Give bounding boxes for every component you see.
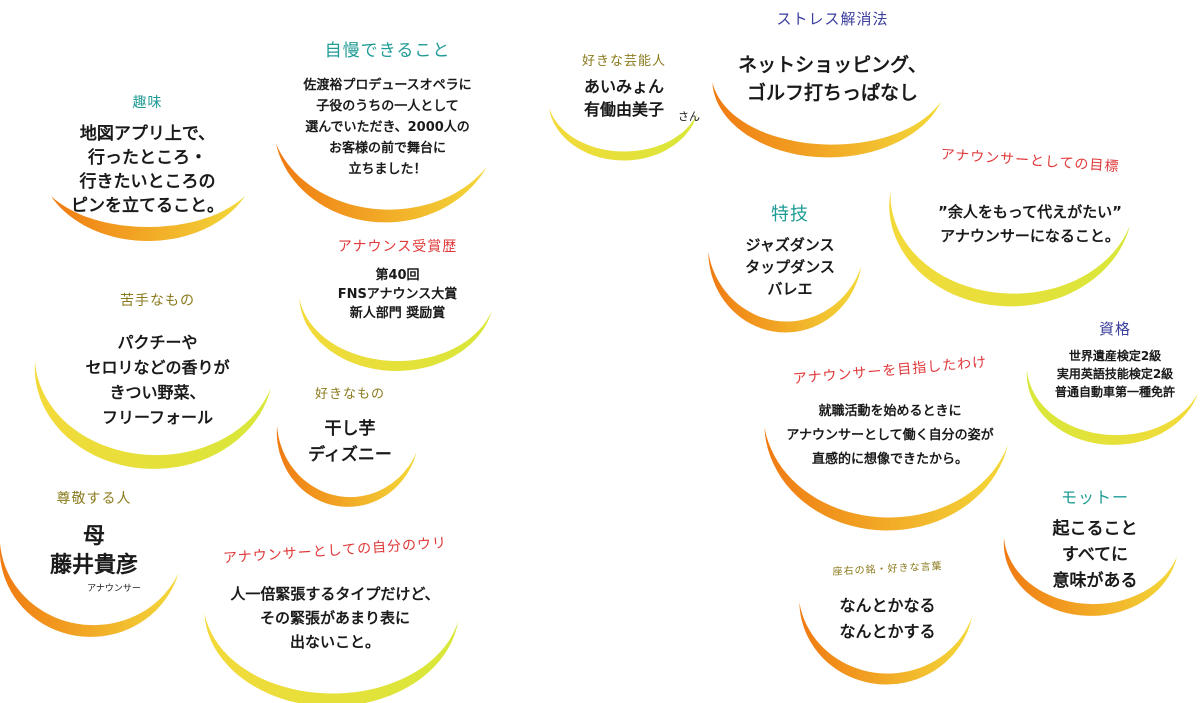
profile-item-goal: アナウンサーとしての目標 ”余人をもって代えがたい” アナウンサーになること。 [895,147,1165,248]
item-body-favorite-entertainer: あいみょん 有働由美子 [583,77,664,119]
item-body-reason: 就職活動を始めるときに アナウンサーとして働く自分の姿が 直感的に想像できたから… [786,404,994,467]
profile-item-favorite-entertainer: 好きな芸能人 あいみょん 有働由美子 さん [550,50,700,123]
arc-likes [276,426,417,507]
item-title-stress-relief: ストレス解消法 [776,10,889,28]
profile-item-proud: 自慢できること 佐渡裕プロデュースオペラに 子役のうちの一人として 選んでいただ… [275,36,500,180]
item-body-skill: ジャズダンス タップダンス バレエ [745,236,835,298]
profile-item-dislikes: 苦手なもの パクチーや セロリなどの香りが きつい野菜、 フリーフォール [40,290,275,430]
profile-item-award: アナウンス受賞歴 第40回 FNSアナウンス大賞 新人部門 奨励賞 [300,236,495,323]
item-body-strength: 人一倍緊張するタイプだけど、 その緊張があまり表に 出ないこと。 [230,585,440,651]
arc-words [799,602,972,685]
profile-item-respect: 尊敬する人 母 藤井貴彦 アナウンサー [4,488,184,594]
arc-reason [764,427,1008,531]
item-title-motto: モットー [1060,488,1129,507]
item-body-dislikes: パクチーや セロリなどの香りが きつい野菜、 フリーフォール [85,333,230,427]
item-body-respect: 母 藤井貴彦 [49,524,138,578]
item-title-favorite-entertainer: 好きな芸能人 [581,54,666,69]
item-title-respect: 尊敬する人 [56,491,132,507]
item-title-likes: 好きなもの [314,387,385,402]
arc-award [299,298,492,371]
item-title-award: アナウンス受賞歴 [337,239,458,255]
item-caption-respect: アナウンサー [87,584,141,594]
profile-item-likes: 好きなもの 干し芋 ディズニー [280,383,420,468]
item-title-proud: 自慢できること [324,41,451,61]
profile-item-motto: モットー 起こること すべてに 意味がある [1005,484,1185,594]
arc-motto [1003,538,1177,616]
item-suffix-favorite-entertainer: さん [678,110,700,123]
item-body-proud: 佐渡裕プロデュースオペラに 子役のうちの一人として 選んでいただき、2000人の… [303,78,472,177]
item-body-likes: 干し芋 ディズニー [308,419,392,465]
arc-hobby [51,196,245,241]
arc-respect [0,543,179,637]
arc-dislikes [34,362,271,469]
profile-item-stress-relief: ストレス解消法 ネットショッピング、 ゴルフ打ちっぱなし [715,8,950,107]
item-title-dislikes: 苦手なもの [120,293,195,309]
profile-item-words: 座右の銘・好きな言葉 なんとかなる なんとかする [795,560,980,645]
profile-item-license: 資格 世界遺産検定2級 実用英語技能検定2級 普通自動車第一種免許 [1032,318,1198,401]
item-body-stress-relief: ネットショッピング、 ゴルフ打ちっぱなし [738,54,927,104]
item-body-hobby: 地図アプリ上で、 行ったところ・ 行きたいところの ピンを立てること。 [71,124,224,216]
profile-item-strength: アナウンサーとしての自分のウリ 人一倍緊張するタイプだけど、 その緊張があまり表… [200,535,470,654]
item-body-words: なんとかなる なんとかする [839,596,936,641]
item-body-motto: 起こること すべてに 意味がある [1052,519,1138,591]
arc-proud [275,143,487,223]
item-body-goal: ”余人をもって代えがたい” アナウンサーになること。 [938,203,1122,245]
arc-skill [708,252,862,333]
item-body-award: 第40回 FNSアナウンス大賞 新人部門 奨励賞 [337,268,458,321]
item-title-license: 資格 [1098,320,1131,338]
arc-favorite-entertainer [549,108,698,161]
profile-item-hobby: 趣味 地図アプリ上で、 行ったところ・ 行きたいところの ピンを立てること。 [40,92,255,218]
item-title-skill: 特技 [771,204,809,225]
item-title-hobby: 趣味 [132,95,163,111]
profile-item-reason: アナウンサーを目指したわけ 就職活動を始めるときに アナウンサーとして働く自分の… [760,355,1020,472]
item-body-license: 世界遺産検定2級 実用英語技能検定2級 普通自動車第一種免許 [1054,349,1175,399]
arc-stress-relief [712,82,941,158]
profile-item-skill: 特技 ジャズダンス タップダンス バレエ [715,200,865,300]
arc-license [1026,370,1198,445]
